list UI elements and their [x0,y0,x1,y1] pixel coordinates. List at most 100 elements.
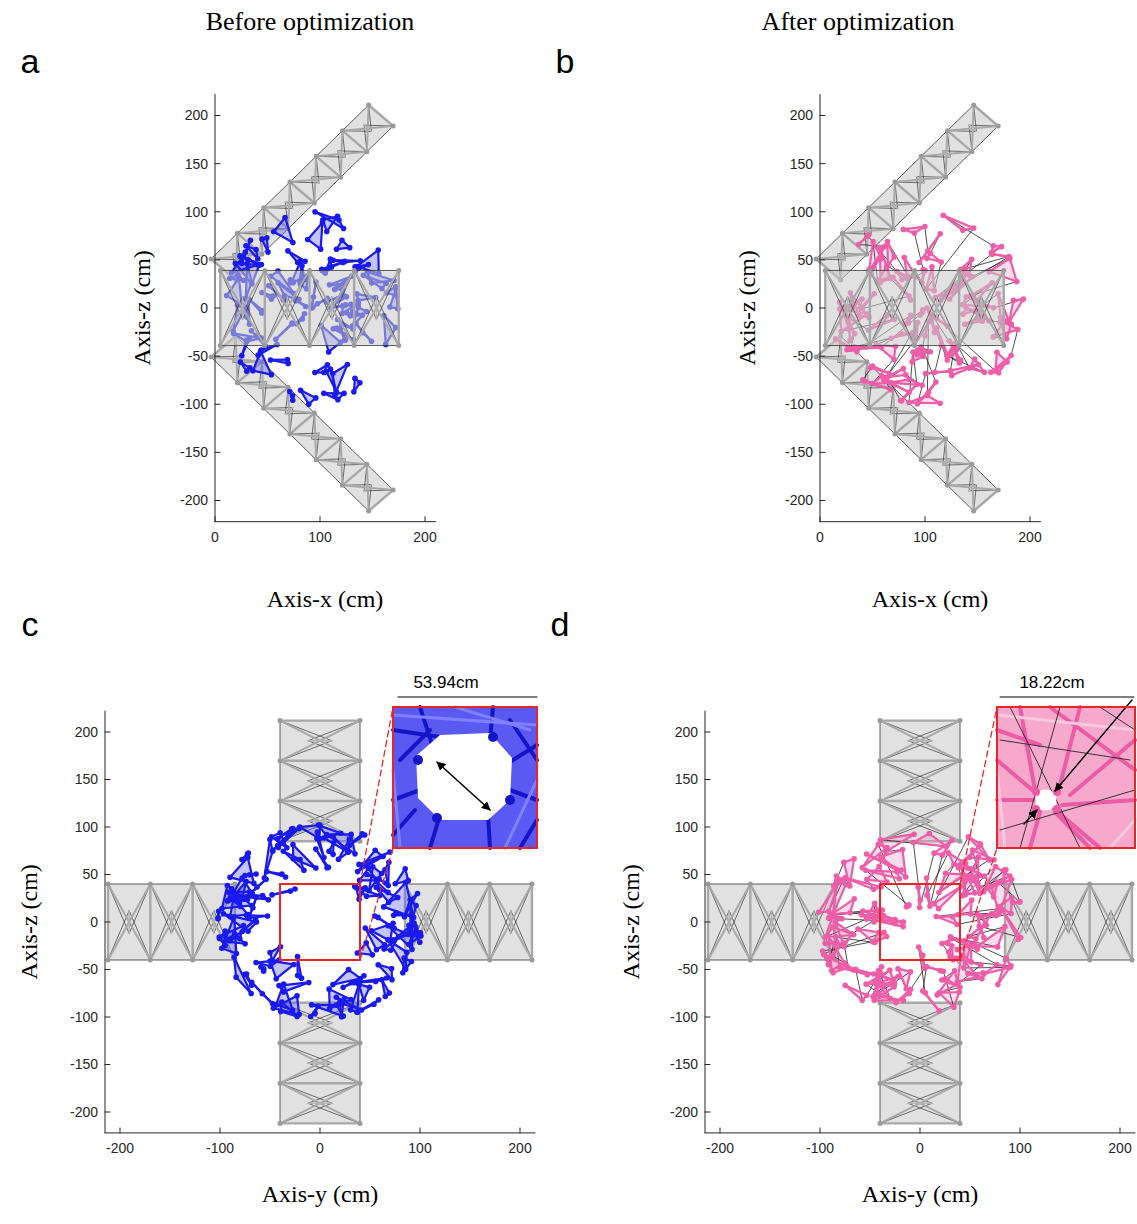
joint-dot [926,390,932,396]
module-cluster [215,822,423,1019]
truss-arm [209,102,396,282]
cable-line [447,884,489,885]
cable-line [895,156,921,182]
joint-dot [318,246,324,252]
joint-dot [396,268,401,273]
cable-line [842,383,868,409]
plot-panel [209,94,436,521]
truss-band [108,884,235,960]
joint-dot [445,882,450,887]
joint-dot [903,372,909,378]
joint-dot [919,382,925,388]
strut-line [342,131,367,152]
strut-line [917,382,935,404]
truss-arm [814,333,1001,513]
strut-line [1010,258,1017,281]
joint-dot [940,212,946,218]
joint-dot [967,365,973,371]
joint-dot [326,349,332,355]
strut-line [531,884,533,960]
truss-arm [106,882,238,963]
joint-dot [916,260,922,266]
strut-line [242,297,244,320]
joint-dot [342,259,348,265]
joint-dot [915,401,921,407]
module-face [969,359,984,372]
strut-line [280,1043,360,1083]
joint-dot [417,939,423,945]
joint-dot [530,958,535,963]
strut-line [376,297,378,320]
strut-line [264,387,289,408]
module-face [376,887,397,902]
strut-line [384,907,414,917]
joint-dot [358,1040,363,1045]
strut-line [901,384,917,400]
joint-dot [969,257,975,263]
cable-line [886,369,903,381]
joint-dot [888,387,894,393]
joint-dot [929,264,935,270]
cable-line [342,105,368,131]
strut-line [357,1000,379,1012]
cable-line [360,1043,361,1083]
strut-line [919,234,940,263]
strut-line [308,1102,332,1104]
strut-line [870,270,915,345]
module-face [991,356,1011,373]
joint-dot [298,258,304,264]
joint-dot [866,406,871,411]
cable-line [108,884,150,885]
cable-line [895,434,921,460]
joint-dot [253,247,259,253]
strut-line [264,851,272,878]
strut-line [149,884,151,960]
joint-dot [971,102,976,107]
joint-dot [856,242,862,248]
strut-line [510,911,512,934]
joint-dot [265,249,271,255]
strut-line [308,780,332,782]
strut-line [273,996,297,1008]
joint-dot [814,355,819,360]
truss-band [816,336,998,511]
joint-dot [854,349,860,355]
cable-line [265,345,310,346]
joint-dot [261,406,266,411]
joint-dot [928,349,934,355]
truss-band [825,270,1004,345]
strut-line [276,964,294,978]
strut-line [290,413,315,434]
module-face [943,215,973,230]
strut-line [446,884,448,960]
cable-line [870,270,915,271]
strut-line [308,270,310,345]
truss-band [816,105,998,280]
joint-dot [351,389,357,395]
cable-line [914,233,923,269]
strut-line [253,351,261,370]
strut-line [338,151,345,157]
joint-dot [339,237,345,243]
joint-dot [313,395,319,401]
joint-dot [347,245,353,251]
joint-dot [268,357,274,363]
strut-line [816,357,867,362]
joint-dot [988,369,994,375]
joint-dot [352,375,358,381]
truss-arm [278,718,363,844]
cable-line [825,345,870,346]
joint-dot [282,215,288,221]
joint-dot [255,256,261,262]
joint-dot [358,758,363,763]
joint-dot [530,882,535,887]
joint-dot [391,487,396,492]
joint-dot [923,371,929,377]
strut-line [895,182,920,203]
joint-dot [258,349,264,355]
strut-line [943,151,950,157]
strut-line [838,254,845,260]
strut-line [312,177,319,183]
joint-dot [257,262,263,268]
joint-dot [259,252,264,257]
